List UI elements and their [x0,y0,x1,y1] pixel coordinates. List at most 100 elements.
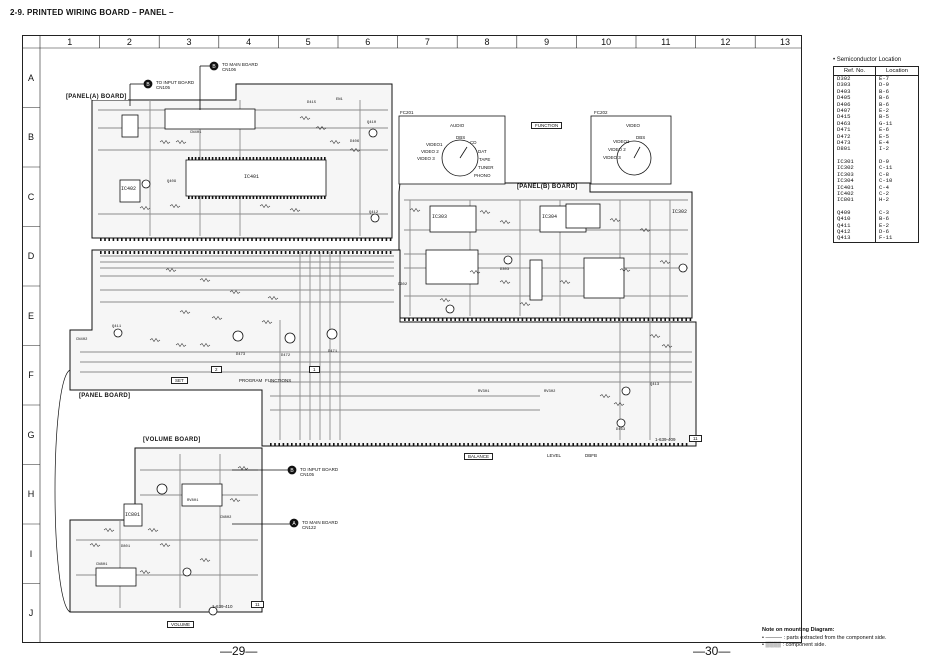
legend-location: E-4 [874,139,920,147]
pin [480,443,482,446]
pin [303,196,306,199]
resistor-mark [609,217,621,223]
pin [313,196,316,199]
pin [201,157,204,160]
resistor-mark [349,147,361,153]
pin [303,157,306,160]
pin [345,443,348,446]
pin [522,443,524,446]
pin [188,196,190,199]
pin [635,443,637,446]
rv801-label: RV801 [187,499,199,503]
pin [280,251,283,254]
pin [318,238,320,241]
pin [276,196,278,199]
panel-a-board-label: [PANEL(A) BOARD] [65,94,128,100]
pin [614,443,616,446]
pin [324,196,326,199]
legend-location: B-5 [874,114,920,121]
to-input-board-top: TO INPUT BOARD CN105 [156,80,195,90]
legend-location: C-4 [874,184,920,191]
resistor-mark [147,527,159,533]
legend-location: C-11 [874,164,920,172]
board-num-2: 2 [211,366,222,373]
pin [339,251,341,254]
pin [284,238,287,241]
pin [639,318,641,321]
pin [438,443,440,446]
resistor-mark [289,207,301,213]
pin [305,251,308,254]
pin [200,251,203,254]
pin [222,196,224,199]
pin [296,157,299,160]
pin [421,443,423,446]
resistor-mark [103,527,115,533]
resistor-mark [139,205,151,211]
pin [320,157,323,160]
pin [593,318,595,321]
pin [685,443,688,446]
pin [266,157,268,160]
pin [509,443,511,446]
board-num-11: 11 [689,435,702,442]
component-circles [113,128,688,616]
audio-opt-6: TAPE [479,157,491,162]
audio-opt-2: VIDEO 3 [417,156,435,161]
d406-label: D406 [350,140,360,144]
pin [232,196,234,199]
pin [505,443,507,446]
pin [269,157,272,160]
pin [146,238,148,241]
pin [279,157,282,160]
board-connectors [129,61,299,528]
pin [601,443,604,446]
resistor-mark [169,203,181,209]
pin [660,318,662,321]
pin [268,251,270,254]
pin [425,443,427,446]
pin [228,196,231,199]
resistor-mark [639,227,651,233]
volume-board-label: [VOLUME BOARD] [142,437,202,443]
pin [314,238,316,241]
audio-opt-5: DAT [478,149,487,154]
pin [429,443,432,446]
row-label-A: A [27,72,34,83]
audio-opt-4: CD [470,140,477,145]
pin [205,238,207,241]
legend-gap [833,203,920,210]
d472-label: D472 [281,354,291,358]
rv302-label: RV302 [544,390,556,394]
pin [175,238,178,241]
pin [188,238,190,241]
pin [606,443,608,446]
row-label-B: B [27,132,34,143]
part-no-2: 1-639-410 [212,604,233,609]
pin [501,443,503,446]
pin [317,157,319,160]
pin [656,443,658,446]
pin [296,196,299,199]
pin [404,443,406,446]
pin [377,251,379,254]
pin [631,443,633,446]
pin [488,318,490,321]
dbfb-label: DBFB [585,453,598,458]
pin [368,238,371,241]
pin [305,238,308,241]
pin [471,443,474,446]
pin [513,318,515,321]
pin [242,157,244,160]
row-label-F: F [28,370,34,381]
pin [627,443,629,446]
to-input-board-vol: TO INPUT BOARD CN105 [300,467,339,477]
pin [222,157,224,160]
pin [534,318,536,321]
pin [225,196,227,199]
